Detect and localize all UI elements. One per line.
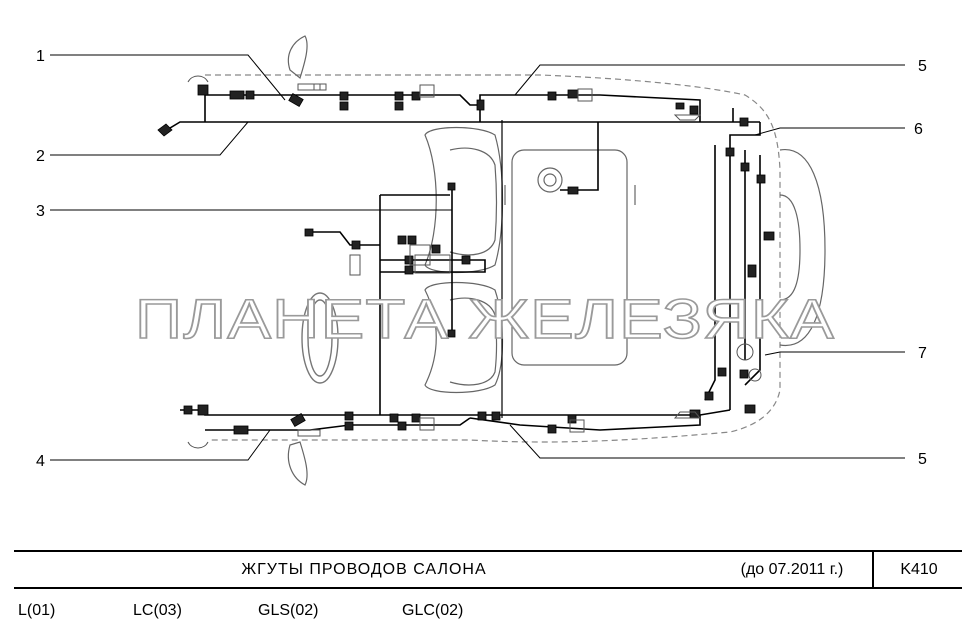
callout-6: 6 [914, 121, 923, 138]
model-gls: GLS(02) [258, 602, 319, 619]
model-l: L(01) [18, 602, 56, 619]
wiring-harness-diagram: 1 2 3 4 5 5 6 7 ПЛАНЕТА ЖЕЛЕЗЯКА [36, 35, 927, 486]
callout-1: 1 [36, 48, 45, 65]
components [187, 75, 762, 449]
callout-2: 2 [36, 148, 45, 165]
front-seats [424, 126, 504, 394]
watermark-text: ПЛАНЕТА ЖЕЛЕЗЯКА [135, 287, 835, 350]
model-glc: GLC(02) [402, 602, 464, 619]
car-body-outline [205, 74, 781, 443]
callout-7: 7 [918, 345, 927, 362]
date-note: (до 07.2011 г.) [740, 561, 844, 578]
drawing-code: K410 [872, 552, 964, 587]
callout-3: 3 [36, 203, 45, 220]
title-block: ЖГУТЫ ПРОВОДОВ САЛОНА (до 07.2011 г.) K4… [14, 550, 962, 589]
side-mirrors [287, 35, 308, 486]
connectors [157, 84, 775, 435]
leader-lines [50, 54, 905, 461]
callout-4: 4 [36, 453, 45, 470]
drawing-title: ЖГУТЫ ПРОВОДОВ САЛОНА [241, 561, 487, 578]
rear-compartment [504, 149, 826, 366]
model-list: L(01) LC(03) GLS(02) GLC(02) [0, 600, 975, 630]
steering-wheel [301, 292, 339, 384]
model-lc: LC(03) [133, 602, 182, 619]
callout-5-bottom: 5 [918, 451, 927, 468]
callout-5-top: 5 [918, 58, 927, 75]
